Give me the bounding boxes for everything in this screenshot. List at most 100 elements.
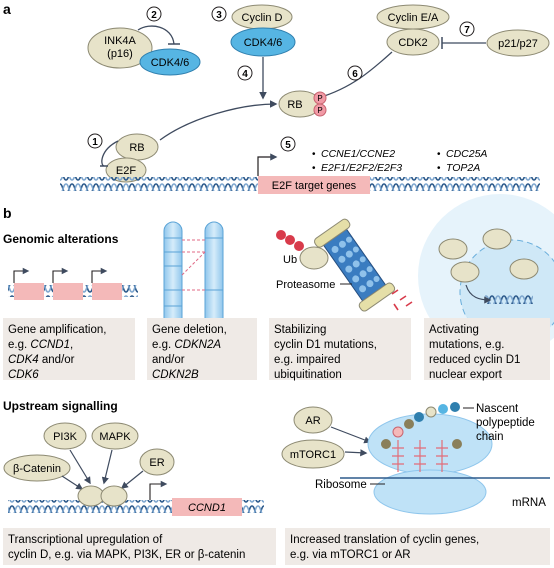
cyclin-d1-nuclear-2: [509, 258, 539, 280]
step-2-marker: [146, 6, 162, 22]
ub-bead-3: [294, 241, 304, 251]
arrow-er: [120, 470, 144, 489]
mrna-label: mRNA: [512, 497, 546, 509]
ink4a-label: INK4A: [104, 35, 136, 47]
genomic-title: Genomic alterations: [3, 232, 119, 246]
step-6-label: 6: [352, 69, 358, 80]
mtorc1-label: mTORC1: [290, 449, 336, 461]
p21p27-label: p21/p27: [498, 38, 538, 50]
target-bullet-1: •: [312, 149, 316, 160]
box-transcription: [3, 528, 276, 565]
pi3k-label: PI3K: [53, 431, 78, 443]
phospho-2-label: P: [317, 106, 322, 115]
step-1-label: 1: [92, 137, 98, 148]
target-ccne: CCNE1/CCNE2: [321, 148, 395, 160]
rb-phos-label: RB: [287, 99, 302, 111]
cdk46-left-node: [139, 48, 201, 76]
step-5-label: 5: [285, 140, 291, 151]
target-e2f: E2F1/E2F2/E2F3: [321, 162, 402, 174]
target-top2a: TOP2A: [446, 162, 480, 174]
degraded-fragments: [391, 289, 413, 311]
nascent-chain: [381, 402, 462, 449]
cyclin-d1-cyto-2: [482, 228, 512, 250]
cyclin-d-label: Cyclin D: [242, 12, 283, 24]
phospho-1-label: P: [317, 94, 322, 103]
step-5-marker: [280, 136, 296, 152]
panel-b-label: b: [3, 205, 12, 221]
target-cdc25a: CDC25A: [446, 148, 487, 160]
catenin-node: [3, 454, 71, 482]
arrow-mapk: [101, 449, 113, 485]
cyclin-d1-cyto-1: [438, 238, 468, 260]
arrow-to-dna: [465, 284, 492, 304]
target-bullet-3: •: [437, 149, 441, 160]
p21p27-node: [486, 29, 550, 57]
amp-copy-3: [92, 283, 122, 300]
step-1-marker: [87, 133, 103, 149]
panel-a-label: a: [3, 1, 11, 17]
transcription-start-arrow: [257, 153, 278, 176]
step-7-marker: [459, 21, 475, 37]
cdk2-node: [386, 28, 440, 56]
rb-label: RB: [129, 142, 144, 154]
tf-complex-1: [77, 485, 105, 507]
arrow-ar: [330, 426, 372, 444]
arrow-rb-to-phos: [159, 100, 278, 141]
amp-arrow-2: [52, 267, 69, 283]
cdk46-mid-label: CDK4/6: [244, 37, 283, 49]
e2f-label: E2F: [116, 165, 136, 177]
arrow-pi3k: [69, 449, 91, 485]
box-activating: [424, 318, 550, 380]
cdk46-mid-node: [230, 27, 296, 57]
dna-nucleus: [485, 294, 533, 304]
proteasome-icon: [314, 218, 396, 312]
ar-label: AR: [305, 415, 320, 427]
box-gene-deletion: [147, 318, 257, 380]
e2f-target-genes-label: E2F target genes: [272, 180, 357, 192]
cyclin-d1-nuclear-1: [450, 261, 480, 283]
step-6-marker: [347, 65, 363, 81]
ribosome-small-subunit: [373, 469, 487, 515]
ccnd1-label: CCND1: [188, 502, 226, 514]
target-bullet-2: •: [312, 163, 316, 174]
amp-arrow-1: [13, 267, 30, 283]
inhibition-ink4a-cdk46: [137, 25, 175, 45]
ub-bead-1: [276, 230, 286, 240]
ccnd1-gene-box: [172, 498, 242, 516]
arrow-catenin: [61, 475, 84, 490]
e2f-target-genes-box: [258, 176, 370, 194]
er-node: [139, 448, 175, 476]
cdk46-left-label: CDK4/6: [151, 57, 190, 69]
cdk2-label: CDK2: [398, 37, 427, 49]
amp-copy-1: [14, 283, 44, 300]
mtorc1-node: [281, 439, 345, 469]
ccnd1-start-arrow: [149, 480, 168, 500]
step-4-label: 4: [242, 69, 248, 80]
er-label: ER: [149, 457, 164, 469]
box-translation: [285, 528, 550, 565]
ribosome-label: Ribosome: [315, 479, 367, 491]
pi3k-node: [43, 422, 87, 450]
box-amp-text: Gene amplification,e.g. CCND1,CDK4 and/o…: [8, 324, 106, 381]
cyclin-d1-protein: [299, 246, 329, 270]
box-gene-amplification: [3, 318, 135, 380]
trna-icons: [392, 440, 448, 472]
step-3-marker: [211, 6, 227, 22]
arrow-mtorc1: [344, 449, 368, 457]
ink4a-node: [87, 27, 153, 69]
box-stabilizing: [269, 318, 411, 380]
ar-node: [293, 406, 333, 434]
amp-arrow-3: [91, 267, 108, 283]
mapk-label: MAPK: [99, 431, 131, 443]
p16-label: (p16): [107, 48, 133, 60]
deletion-region-lines: [181, 239, 206, 291]
upstream-title: Upstream signalling: [3, 399, 118, 413]
step-7-label: 7: [464, 25, 470, 36]
ub-label: Ub: [283, 254, 297, 266]
step-2-label: 2: [151, 10, 157, 21]
